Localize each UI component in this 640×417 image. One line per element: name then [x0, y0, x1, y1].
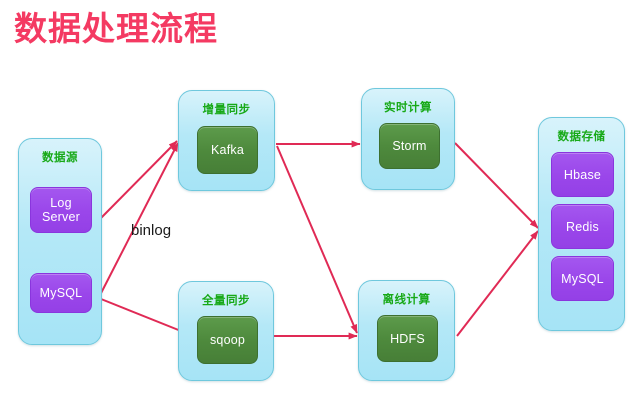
node-hdfs[interactable]: HDFS	[377, 315, 438, 362]
node-hbase[interactable]: Hbase	[551, 152, 614, 197]
node-redis[interactable]: Redis	[551, 204, 614, 249]
page-title: 数据处理流程	[14, 10, 218, 47]
node-log-server[interactable]: Log Server	[30, 187, 92, 233]
group-offline-compute[interactable]: 离线计算 HDFS	[358, 280, 455, 381]
group-data-storage[interactable]: 数据存储 Hbase Redis MySQL	[538, 117, 625, 331]
node-mysql-source[interactable]: MySQL	[30, 273, 92, 313]
group-title-data-storage: 数据存储	[557, 131, 606, 143]
group-incremental-sync[interactable]: 增量同步 Kafka	[178, 90, 275, 191]
group-title-offline-compute: 离线计算	[382, 294, 431, 306]
group-title-incremental-sync: 增量同步	[202, 104, 251, 116]
group-title-data-source: 数据源	[42, 152, 78, 164]
group-realtime-compute[interactable]: 实时计算 Storm	[361, 88, 455, 190]
node-sqoop[interactable]: sqoop	[197, 316, 258, 364]
group-title-full-sync: 全量同步	[202, 295, 250, 307]
edge-hdfs-to-storage	[456, 230, 539, 337]
node-storm[interactable]: Storm	[379, 123, 440, 169]
group-data-source[interactable]: 数据源 Log Server MySQL	[18, 138, 102, 345]
node-kafka[interactable]: Kafka	[197, 126, 258, 174]
edge-kafka-to-hdfs	[276, 145, 358, 334]
group-title-realtime-compute: 实时计算	[384, 102, 432, 114]
edge-storm-to-storage	[454, 142, 539, 229]
edge-label-binlog: binlog	[131, 222, 172, 239]
edge-log-server-to-kafka	[100, 140, 178, 219]
node-mysql-store[interactable]: MySQL	[551, 256, 614, 301]
group-full-sync[interactable]: 全量同步 sqoop	[178, 281, 274, 381]
